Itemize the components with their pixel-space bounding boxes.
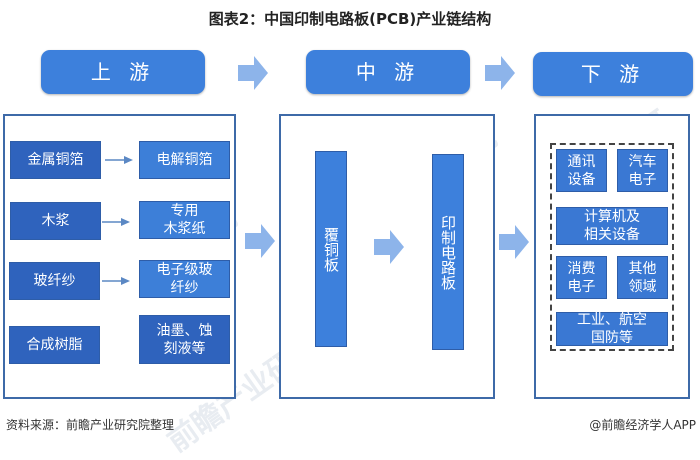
- application-label: 消费 电子: [567, 260, 596, 295]
- application-label: 通讯 设备: [567, 153, 596, 188]
- processed-material-box: 电子级玻 纤纱: [139, 260, 230, 298]
- arrow-right-icon: [102, 276, 130, 286]
- application-label: 工业、航空 国防等: [577, 312, 647, 346]
- processed-material-label: 电子级玻 纤纱: [156, 262, 213, 296]
- processed-material-label: 油墨、蚀 刻液等: [156, 322, 213, 357]
- processed-material-box: 电解铜箔: [139, 141, 230, 179]
- diagram-title: 图表2：中国印制电路板(PCB)产业链结构: [208, 10, 492, 28]
- stage-upstream: 上 游: [41, 50, 205, 94]
- processed-material-box: 专用 木浆纸: [139, 201, 230, 239]
- stage-midstream: 中 游: [306, 50, 470, 94]
- midstream-item-label: 印制电路板: [439, 214, 457, 290]
- flow-arrow-icon: [485, 56, 515, 90]
- raw-material-box: 合成树脂: [9, 326, 100, 364]
- arrow-right-icon: [105, 155, 133, 165]
- processed-material-label: 电解铜箔: [156, 152, 213, 168]
- application-label: 计算机及 相关设备: [584, 209, 640, 243]
- midstream-item-label: 覆铜板: [322, 226, 340, 272]
- application-label: 其他 领域: [628, 260, 657, 295]
- flow-arrow-icon: [238, 56, 268, 90]
- application-box: 计算机及 相关设备: [556, 207, 668, 245]
- application-box: 其他 领域: [617, 256, 668, 299]
- raw-material-label: 木浆: [41, 213, 70, 229]
- flow-arrow-icon: [374, 230, 404, 264]
- source-note: 资料来源：前瞻产业研究院整理: [6, 418, 175, 432]
- application-box: 通讯 设备: [556, 149, 607, 192]
- raw-material-box: 玻纤纱: [9, 262, 100, 300]
- raw-material-box: 木浆: [10, 202, 101, 240]
- raw-material-box: 金属铜箔: [10, 141, 101, 179]
- stage-downstream: 下 游: [533, 52, 693, 96]
- applications-group: [550, 143, 674, 351]
- application-box: 消费 电子: [556, 256, 607, 299]
- raw-material-label: 金属铜箔: [27, 152, 84, 168]
- flow-arrow-icon: [499, 225, 529, 259]
- application-label: 汽车 电子: [628, 153, 657, 188]
- application-box: 工业、航空 国防等: [556, 312, 668, 346]
- application-box: 汽车 电子: [617, 149, 668, 192]
- flow-arrow-icon: [245, 224, 275, 258]
- processed-material-label: 专用 木浆纸: [163, 203, 206, 237]
- processed-material-box: 油墨、蚀 刻液等: [139, 315, 230, 364]
- midstream-item-pcb: 印制电路板: [432, 154, 464, 350]
- arrow-right-icon: [102, 217, 130, 227]
- credit-note: @前瞻经济学人APP: [589, 418, 696, 432]
- midstream-item-copper-clad-laminate: 覆铜板: [315, 151, 347, 347]
- raw-material-label: 合成树脂: [26, 337, 83, 353]
- raw-material-label: 玻纤纱: [33, 273, 76, 289]
